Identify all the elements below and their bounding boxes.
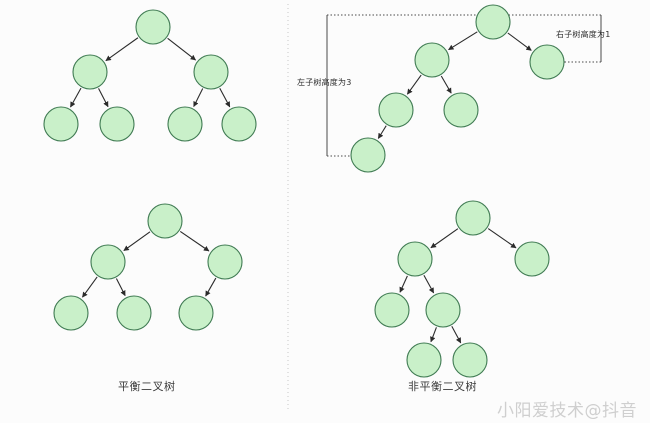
tree-edge-bottom-right-A-B [430, 228, 459, 249]
height-bracket-layer [326, 14, 602, 157]
tree-edge-top-right-A-C [507, 32, 532, 51]
tree-node-top-left-C[interactable] [193, 54, 229, 90]
tree-node-top-right-E[interactable] [443, 92, 479, 128]
tree-edge-top-right-D-F [377, 125, 387, 139]
tree-node-top-right-B[interactable] [414, 42, 450, 78]
tree-node-top-left-A[interactable] [135, 9, 171, 45]
tree-edge-bottom-right-E-F [430, 327, 437, 343]
tree-node-bottom-left-D[interactable] [53, 295, 89, 331]
tree-node-bottom-left-F[interactable] [178, 295, 214, 331]
tree-nodes-layer [43, 4, 565, 378]
annotation-right-subtree-height: 右子树高度为1 [556, 30, 611, 39]
tree-edge-bottom-right-B-D [399, 275, 408, 293]
tree-edge-bottom-left-B-E [115, 278, 126, 297]
tree-node-top-left-F[interactable] [167, 106, 203, 142]
tree-node-bottom-right-C[interactable] [514, 241, 550, 277]
tree-edge-top-right-B-E [440, 75, 452, 94]
caption-balanced-tree: 平衡二叉树 [118, 380, 176, 393]
tree-node-bottom-left-E[interactable] [116, 295, 152, 331]
tree-node-top-right-F[interactable] [350, 137, 386, 173]
tree-node-bottom-right-E[interactable] [425, 292, 461, 328]
watermark-text: 小阳爱技术@抖音 [497, 401, 637, 421]
tree-edges-layer [70, 31, 532, 344]
tree-edge-bottom-right-E-G [451, 326, 462, 344]
tree-node-top-left-G[interactable] [221, 106, 257, 142]
tree-edge-top-left-A-B [105, 37, 139, 62]
tree-node-top-left-D[interactable] [43, 106, 79, 142]
tree-node-bottom-right-F[interactable] [406, 342, 442, 378]
tree-edge-bottom-right-A-C [487, 228, 517, 249]
tree-edge-bottom-left-C-F [205, 277, 217, 297]
tree-node-bottom-right-G[interactable] [452, 342, 488, 378]
tree-edge-bottom-left-B-D [82, 276, 98, 298]
tree-edge-top-left-B-E [98, 88, 109, 108]
tree-node-bottom-left-A[interactable] [147, 203, 183, 239]
tree-edge-top-right-B-D [406, 74, 422, 95]
tree-node-top-right-A[interactable] [475, 4, 511, 40]
tree-edge-top-left-B-D [70, 87, 82, 108]
tree-edge-top-left-A-C [167, 37, 197, 61]
tree-edge-bottom-left-A-C [179, 230, 210, 252]
tree-node-top-right-C[interactable] [529, 44, 565, 80]
tree-node-bottom-left-B[interactable] [90, 244, 126, 280]
tree-edge-bottom-left-A-B [123, 231, 151, 252]
tree-node-bottom-right-B[interactable] [397, 241, 433, 277]
tree-edge-bottom-right-B-E [423, 274, 435, 294]
caption-unbalanced-tree: 非平衡二叉树 [408, 380, 477, 393]
tree-node-top-left-B[interactable] [72, 54, 108, 90]
tree-node-top-right-D[interactable] [378, 92, 414, 128]
tree-node-bottom-right-A[interactable] [455, 200, 491, 236]
annotation-left-subtree-height: 左子树高度为3 [297, 78, 352, 87]
tree-node-bottom-left-C[interactable] [207, 244, 243, 280]
tree-edge-top-left-C-G [219, 88, 231, 108]
tree-node-top-left-E[interactable] [99, 106, 135, 142]
tree-node-bottom-right-D[interactable] [374, 292, 410, 328]
tree-edge-top-left-C-F [193, 88, 204, 108]
tree-edge-top-right-A-B [448, 31, 478, 51]
